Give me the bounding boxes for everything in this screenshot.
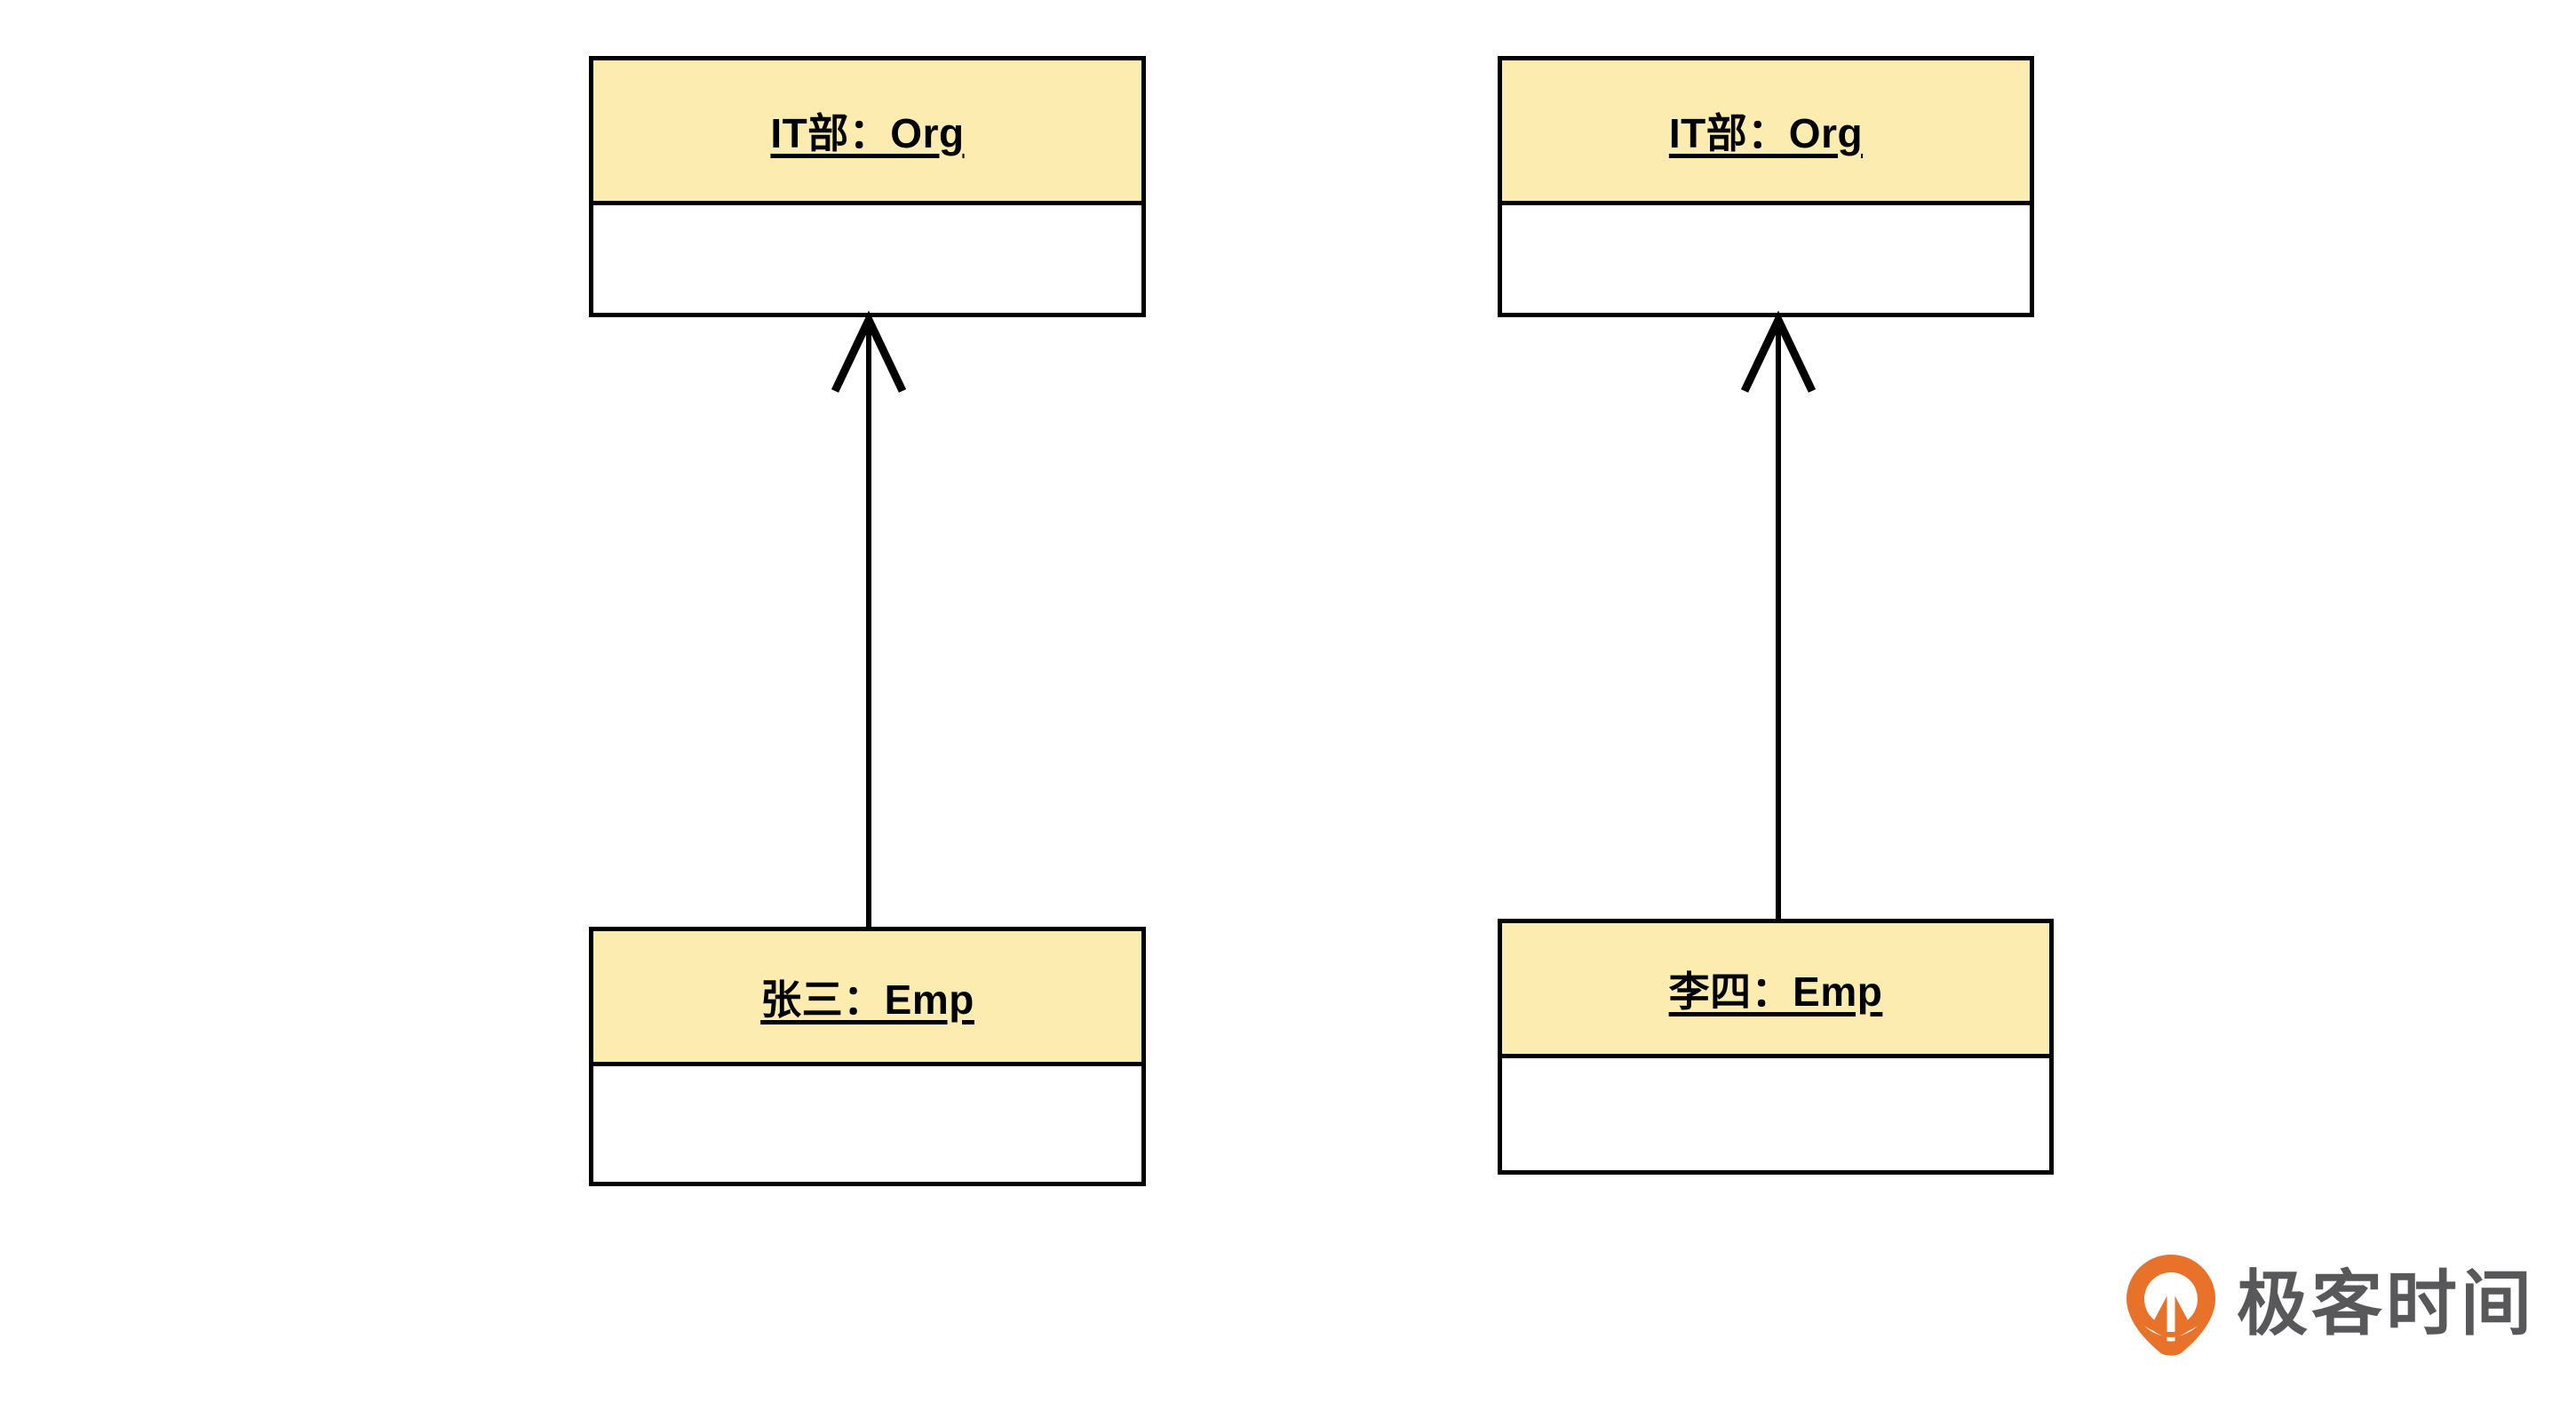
uml-link-emp-left-to-org-left[interactable] [815, 310, 922, 933]
uml-object-name-label: 李四：Emp [1668, 968, 1883, 1015]
watermark-brand-name: 极客时间 [2237, 1264, 2535, 1343]
uml-attribute-compartment [593, 1066, 1141, 1182]
uml-name-compartment: IT部：Org [593, 60, 1141, 205]
uml-object-name-label: IT部：Org [1668, 110, 1864, 156]
uml-attribute-compartment [1502, 205, 2030, 313]
association-arrow-left [831, 310, 907, 927]
uml-object-emp-right[interactable]: 李四：Emp [1498, 919, 2054, 1175]
uml-object-name-label: IT部：Org [770, 110, 965, 156]
uml-object-org-right[interactable]: IT部：Org [1498, 56, 2034, 317]
watermark-logo: 极客时间 [2125, 1253, 2535, 1356]
uml-name-compartment: 李四：Emp [1502, 923, 2049, 1058]
uml-name-compartment: 张三：Emp [593, 931, 1141, 1066]
uml-link-emp-right-to-org-right[interactable] [1725, 310, 1832, 926]
uml-attribute-compartment [1502, 1058, 2049, 1170]
uml-attribute-compartment [593, 205, 1141, 313]
uml-object-name-label: 张三：Emp [760, 976, 974, 1023]
uml-object-emp-left[interactable]: 张三：Emp [589, 927, 1146, 1186]
association-arrow-right [1740, 310, 1817, 920]
geektime-pin-icon [2125, 1253, 2217, 1356]
uml-object-org-left[interactable]: IT部：Org [589, 56, 1146, 317]
uml-name-compartment: IT部：Org [1502, 60, 2030, 205]
